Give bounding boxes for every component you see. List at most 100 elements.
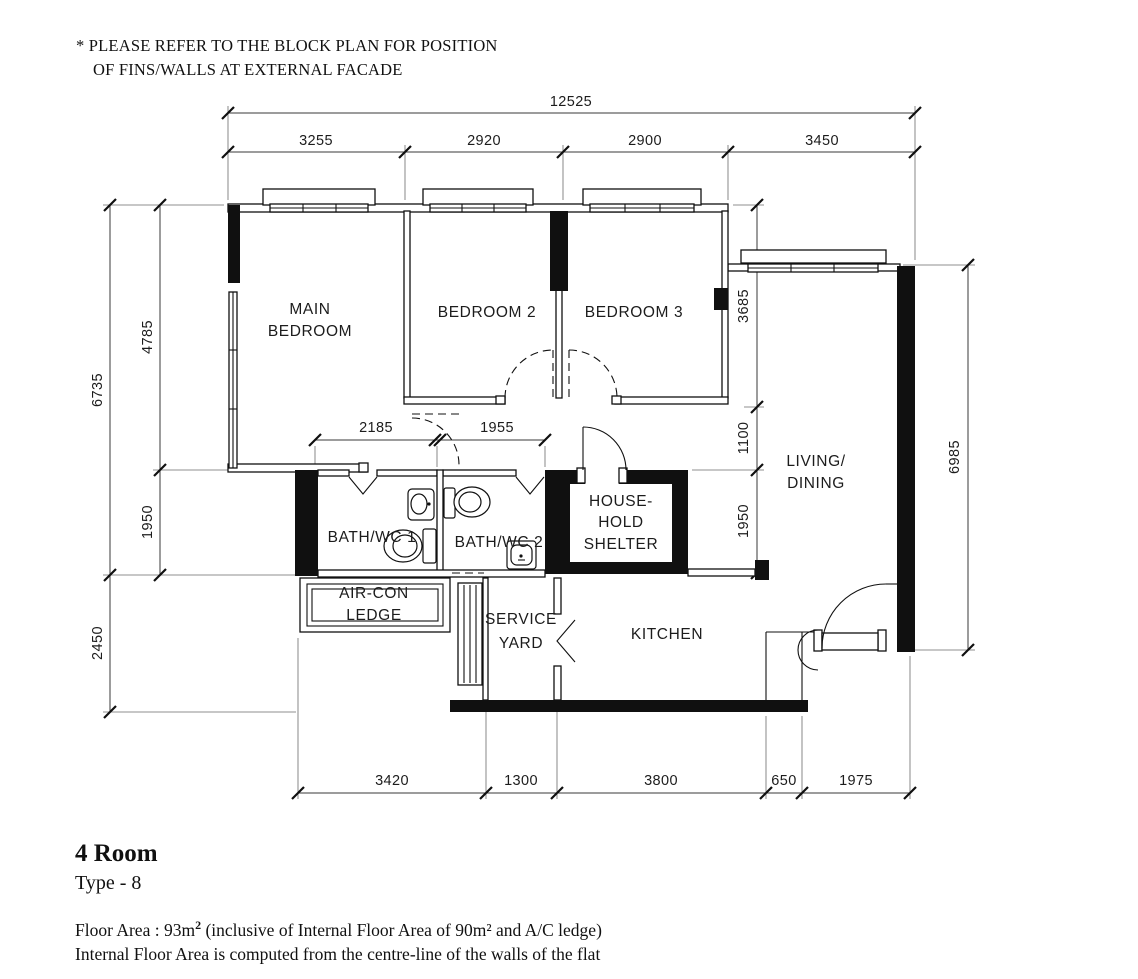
dim-label-4785: 4785	[140, 320, 156, 354]
dim-label-3800: 3800	[644, 773, 678, 789]
bed2-bed3-pier	[550, 211, 568, 291]
shelter-door-swing-icon	[582, 426, 627, 471]
window-living	[740, 249, 887, 273]
aircon-ledge-outline	[299, 577, 451, 633]
window-bedroom3	[582, 188, 702, 213]
living-right-wall	[897, 266, 915, 652]
facade-note-line1: * PLEASE REFER TO THE BLOCK PLAN FOR POS…	[76, 36, 498, 55]
dim-label-6735: 6735	[90, 373, 106, 407]
entrance-door-icon	[797, 583, 902, 671]
dimension-bottom: 3420 1300 3800 650 1975	[291, 773, 917, 800]
dim-label-top-3: 2900	[628, 133, 662, 149]
service-yard-left-wall	[482, 577, 489, 701]
room-labels: MAIN BEDROOM BEDROOM 2 BEDROOM 3 LIVING/…	[268, 301, 845, 652]
dim-label-1955: 1955	[480, 420, 514, 436]
dim-label-1950-right: 1950	[736, 504, 752, 538]
bath1-left-wall	[295, 470, 318, 576]
floor-area-pre: Floor Area : 93m	[75, 919, 196, 940]
dimension-middle: 2185 1955	[308, 420, 552, 447]
bed2-door-swing-icon	[504, 349, 554, 399]
dim-label-top-2: 2920	[467, 133, 501, 149]
kitchen-corner-pier	[755, 560, 769, 580]
room-label-kitchen: KITCHEN	[631, 626, 703, 643]
bottom-exterior-wall	[450, 700, 808, 712]
window-main-bedroom	[262, 188, 376, 213]
room-label-service-1: SERVICE	[485, 611, 557, 628]
service-kitchen-wall-a	[553, 577, 562, 615]
bath-north-wall-c	[442, 469, 517, 477]
bath2-sink-icon	[506, 540, 537, 570]
bed3-living-pier	[714, 288, 728, 310]
fixtures	[383, 486, 537, 570]
floor-area-line2: Internal Floor Area is computed from the…	[75, 943, 601, 964]
dim-label-top-1: 3255	[299, 133, 333, 149]
dimension-right-outer: 6985	[947, 258, 975, 657]
dim-label-top-4: 3450	[805, 133, 839, 149]
service-kitchen-wall-b	[553, 665, 562, 701]
household-shelter-walls	[558, 467, 688, 574]
mainbed-door-swing-icon	[411, 413, 462, 466]
dimension-top-total: 12525	[221, 94, 922, 120]
room-label-main-bedroom-1: MAIN	[289, 301, 330, 318]
dimension-left-inner: 4785 1950	[140, 198, 167, 582]
dimension-top-segments: 3255 2920 2900 3450	[221, 133, 922, 159]
floor-area-post: (inclusive of Internal Floor Area of 90m…	[201, 919, 602, 940]
facade-note: * PLEASE REFER TO THE BLOCK PLAN FOR POS…	[76, 34, 498, 82]
doors	[348, 349, 902, 671]
floor-area-line1: Floor Area : 93m2 (inclusive of Internal…	[75, 917, 602, 942]
dim-label-650: 650	[771, 773, 796, 789]
room-label-aircon-2: LEDGE	[346, 607, 402, 624]
partition-bath1-bath2	[436, 469, 444, 577]
kitchen-north-wall	[687, 568, 756, 577]
plan-subtitle: Type - 8	[75, 872, 142, 894]
bed3-door-swing-icon	[568, 349, 618, 399]
facade-note-line2: OF FINS/WALLS AT EXTERNAL FACADE	[93, 59, 403, 79]
floor-area-note: Floor Area : 93m2 (inclusive of Internal…	[75, 917, 602, 966]
room-label-shelter-2: HOLD	[598, 514, 643, 531]
room-label-bath2: BATH/WC 2	[455, 534, 544, 551]
dim-label-3685: 3685	[736, 289, 752, 323]
dim-label-2185: 2185	[359, 420, 393, 436]
bath1-toilet-icon	[383, 528, 437, 564]
window-mainbed-side	[228, 291, 238, 469]
bed2-door-jamb	[495, 395, 506, 405]
plan-title: 4 Room	[75, 840, 158, 867]
dim-label-top-total: 12525	[550, 94, 592, 110]
room-label-bedroom3: BEDROOM 3	[585, 304, 683, 321]
dimension-left-outer: 6735 2450	[90, 198, 117, 719]
bath-south-wall	[317, 569, 546, 578]
dim-label-2450: 2450	[90, 626, 106, 660]
room-label-main-bedroom-2: BEDROOM	[268, 323, 352, 340]
partition-mainbed-bed2	[403, 210, 411, 399]
room-label-bedroom2: BEDROOM 2	[438, 304, 536, 321]
room-label-living-1: LIVING/	[786, 453, 845, 470]
dim-label-1100: 1100	[736, 422, 752, 455]
bed3-south-wall	[614, 396, 729, 405]
dim-label-6985: 6985	[947, 440, 963, 474]
room-label-bath1: BATH/WC 1	[328, 529, 417, 546]
room-label-shelter-3: SHELTER	[584, 536, 659, 553]
dim-label-3420: 3420	[375, 773, 409, 789]
bath2-bifold-door-icon	[515, 476, 545, 495]
dim-label-1300: 1300	[504, 773, 538, 789]
partition-bed2-bed3	[555, 289, 563, 399]
bath1-sink-icon	[407, 488, 435, 521]
room-label-living-2: DINING	[787, 475, 845, 492]
bath1-bifold-door-icon	[348, 476, 378, 495]
mainbed-left-pier	[228, 205, 240, 283]
dim-label-1975: 1975	[839, 773, 873, 789]
windows	[228, 188, 887, 686]
mainbed-door-jamb	[358, 462, 369, 473]
room-label-shelter-1: HOUSE-	[589, 493, 653, 510]
bed2-south-wall	[403, 396, 506, 405]
dim-label-1950-left: 1950	[140, 505, 156, 539]
louver-icon	[457, 582, 483, 686]
window-bedroom2	[422, 188, 534, 213]
bath2-right-wall	[545, 470, 558, 574]
room-label-aircon-1: AIR-CON	[339, 585, 409, 602]
bath2-toilet-icon	[443, 486, 491, 519]
bath-north-wall-a	[317, 469, 350, 477]
floor-area-sup: 2	[195, 918, 202, 932]
